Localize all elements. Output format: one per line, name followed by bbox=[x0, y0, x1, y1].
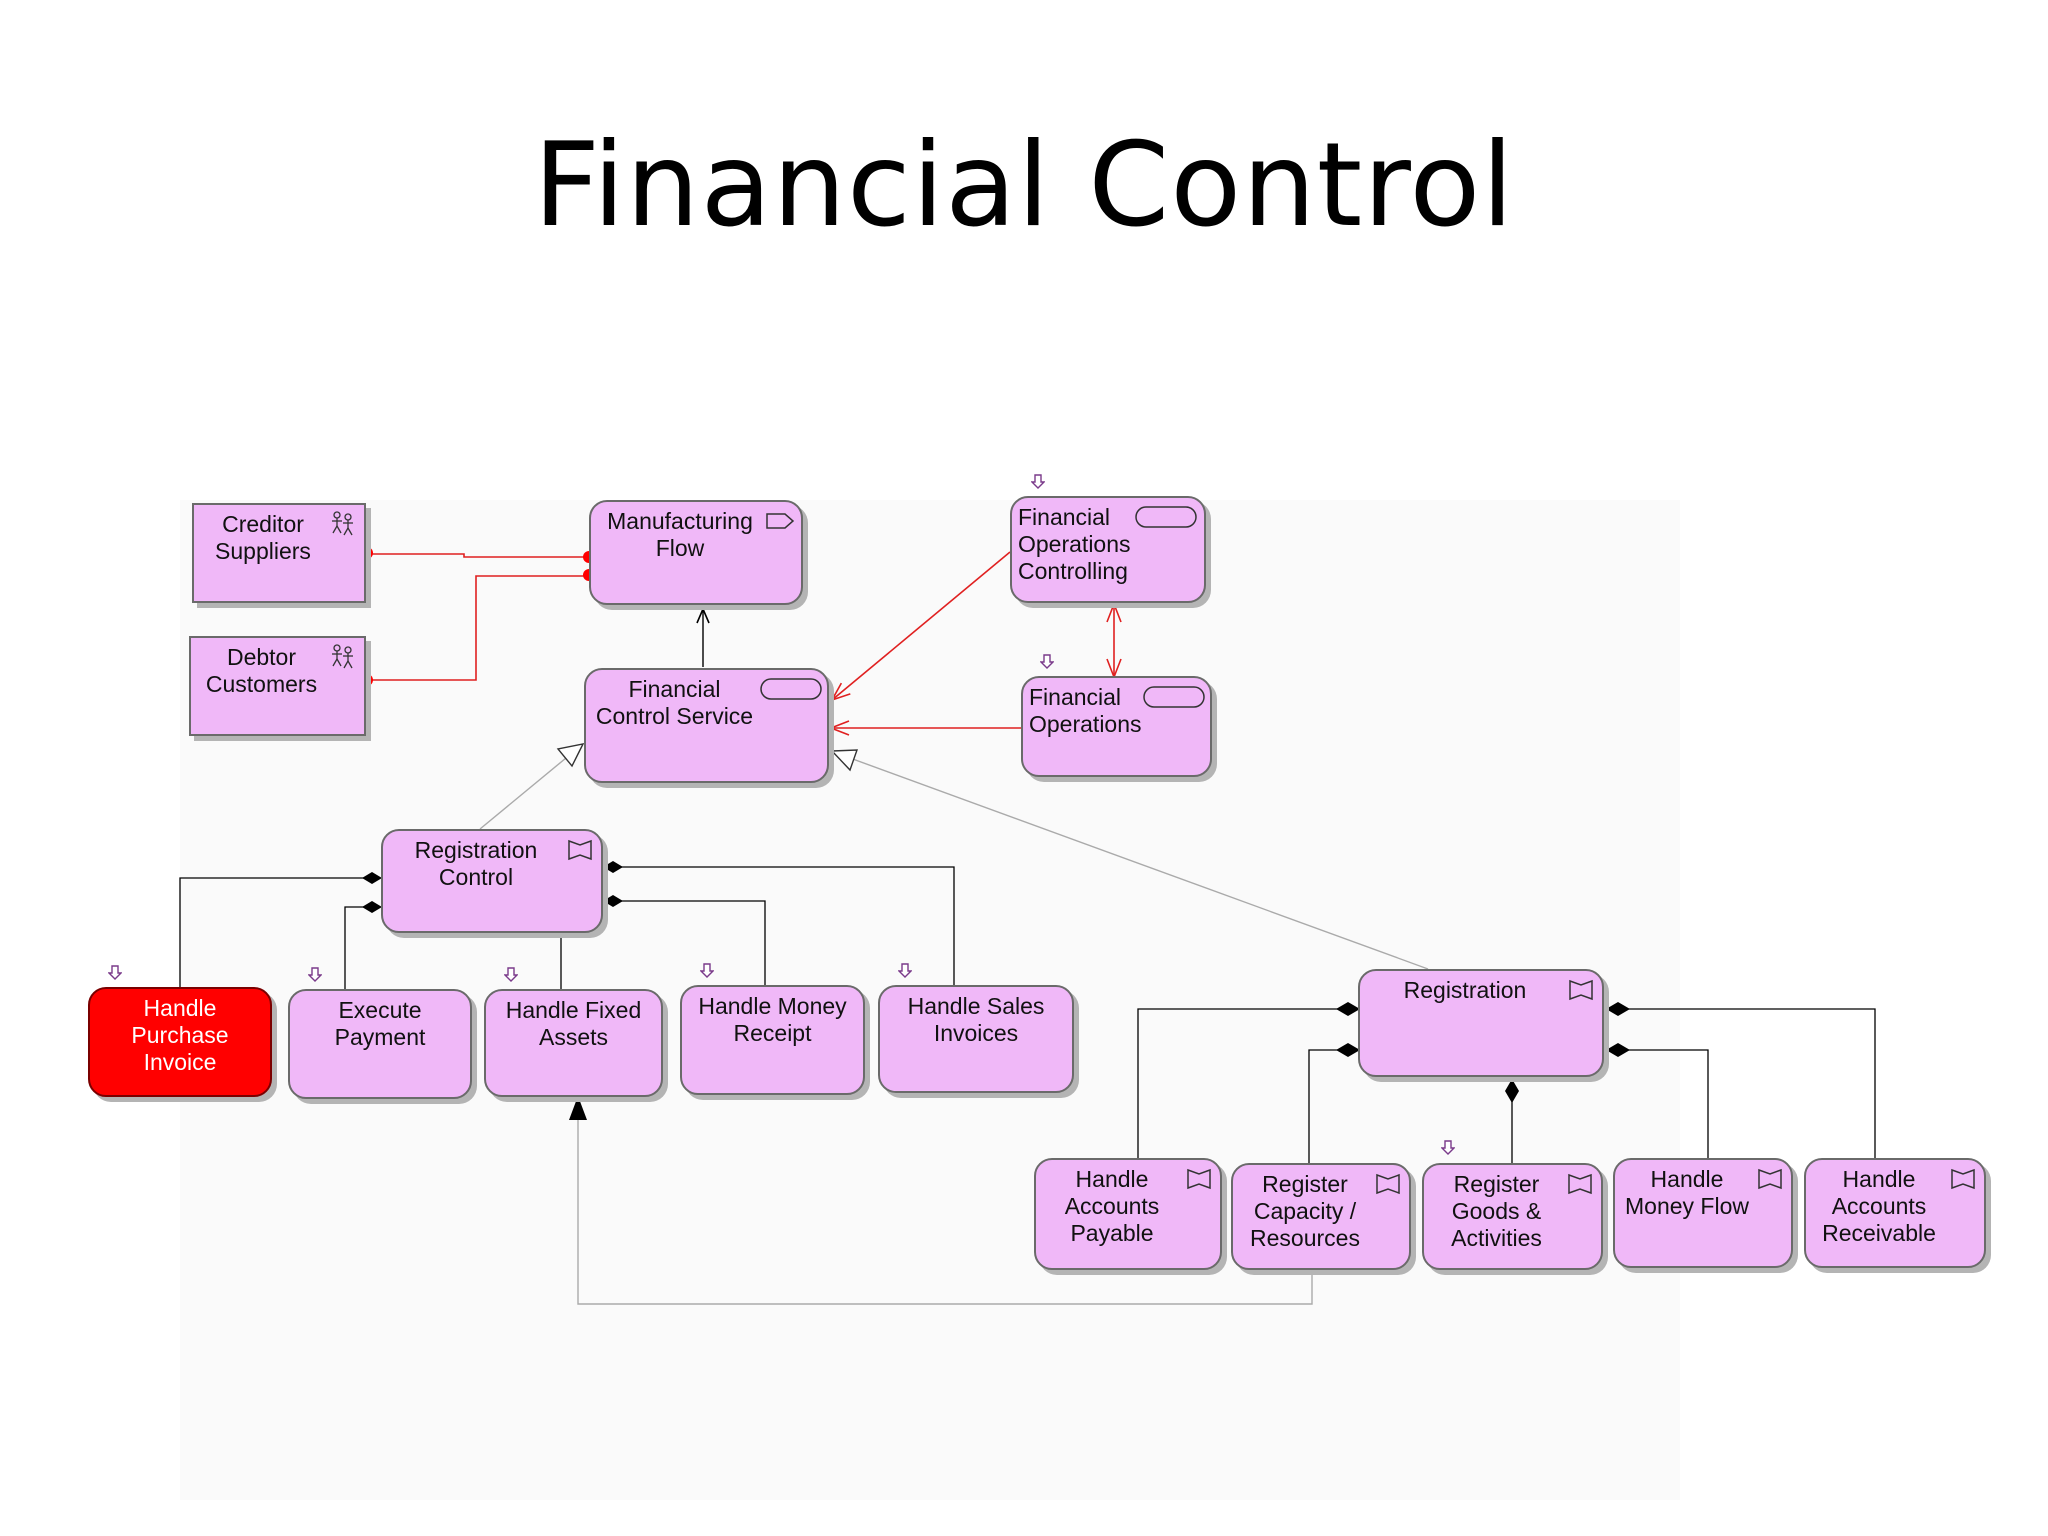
composition-diamond bbox=[603, 895, 623, 907]
manufacturing-flow-node[interactable]: Manufacturing Flow bbox=[589, 500, 803, 605]
registration-specialization bbox=[849, 757, 1429, 970]
composition-link bbox=[1308, 1049, 1350, 1163]
node-label: Handle Accounts Receivable bbox=[1822, 1166, 1936, 1246]
node-label: Handle Purchase Invoice bbox=[131, 995, 229, 1075]
function-icon bbox=[1755, 1166, 1785, 1192]
node-label: Handle Money Receipt bbox=[698, 993, 847, 1046]
composition-diamond bbox=[1606, 1043, 1630, 1057]
composition-link bbox=[603, 900, 766, 985]
actor-icon bbox=[328, 644, 358, 670]
registration-node[interactable]: Registration bbox=[1358, 969, 1604, 1077]
node-label: Financial Control Service bbox=[595, 676, 754, 729]
actor-icon bbox=[328, 511, 358, 537]
execute-payment-node[interactable]: Execute Payment bbox=[288, 989, 472, 1099]
handle-accounts-payable-node[interactable]: Handle Accounts Payable bbox=[1034, 1158, 1222, 1270]
service-icon bbox=[1142, 684, 1206, 710]
service-icon bbox=[759, 676, 823, 702]
composition-link bbox=[344, 906, 372, 989]
composition-diamond bbox=[1505, 1079, 1519, 1103]
node-label: Register Goods & Activities bbox=[1451, 1171, 1542, 1251]
function-icon bbox=[1184, 1166, 1214, 1192]
function-icon bbox=[1373, 1171, 1403, 1197]
composition-diamond bbox=[603, 861, 623, 873]
composition-diamond bbox=[362, 901, 382, 913]
handle-accounts-receivable-node[interactable]: Handle Accounts Receivable bbox=[1804, 1158, 1986, 1268]
debtor-to-manufacturing-link bbox=[367, 575, 589, 681]
composition-diamond bbox=[1336, 1002, 1360, 1016]
service-icon bbox=[1134, 504, 1198, 530]
specialization-triangle bbox=[556, 743, 585, 768]
composition-link bbox=[1606, 1049, 1709, 1160]
composition-diamond bbox=[1606, 1002, 1630, 1016]
handle-money-receipt-node[interactable]: Handle Money Receipt bbox=[680, 985, 865, 1095]
function-icon bbox=[1565, 1171, 1595, 1197]
specialization-triangle bbox=[830, 749, 859, 772]
function-icon bbox=[565, 837, 595, 863]
trigger-marker-icon bbox=[898, 963, 912, 979]
node-label: Handle Fixed Assets bbox=[505, 997, 642, 1050]
trigger-marker-icon bbox=[504, 967, 518, 983]
node-label: Registration Control bbox=[414, 837, 538, 890]
node-label: Financial Operations bbox=[1029, 684, 1142, 737]
node-label: Debtor Customers bbox=[205, 644, 318, 697]
node-label: Registration bbox=[1403, 977, 1527, 1003]
trigger-marker-icon bbox=[1040, 654, 1054, 670]
financial-control-service-node[interactable]: Financial Control Service bbox=[584, 668, 829, 783]
handle-money-flow-node[interactable]: Handle Money Flow bbox=[1613, 1158, 1793, 1268]
financial-operations-controlling-node[interactable]: Financial Operations Controlling bbox=[1010, 496, 1206, 603]
node-label: Financial Operations Controlling bbox=[1018, 504, 1131, 584]
trigger-marker-icon bbox=[108, 965, 122, 981]
composition-diamond bbox=[362, 872, 382, 884]
composition-link bbox=[1137, 1008, 1350, 1160]
node-label: Execute Payment bbox=[334, 997, 426, 1050]
solid-arrowhead bbox=[569, 1096, 587, 1120]
registration-control-specialization bbox=[479, 757, 567, 830]
creditor-to-manufacturing-link bbox=[367, 553, 589, 558]
node-label: Handle Accounts Payable bbox=[1064, 1166, 1160, 1246]
controlling-to-service-link bbox=[832, 551, 1011, 700]
handle-purchase-invoice-node[interactable]: Handle Purchase Invoice bbox=[88, 987, 272, 1097]
composition-link bbox=[179, 877, 372, 987]
debtor-customers-node[interactable]: Debtor Customers bbox=[189, 636, 366, 736]
creditor-suppliers-node[interactable]: Creditor Suppliers bbox=[192, 503, 366, 603]
process-arrow-icon bbox=[765, 508, 795, 534]
composition-diamond bbox=[1336, 1043, 1360, 1057]
node-label: Handle Money Flow bbox=[1625, 1166, 1749, 1219]
trigger-marker-icon bbox=[308, 967, 322, 983]
capacity-to-fixed-assets-link bbox=[577, 1100, 1313, 1305]
slide-title: Financial Control bbox=[533, 118, 1515, 253]
node-label: Handle Sales Invoices bbox=[907, 993, 1045, 1046]
node-label: Manufacturing Flow bbox=[607, 508, 753, 561]
trigger-marker-icon bbox=[700, 963, 714, 979]
trigger-marker-icon bbox=[1441, 1140, 1455, 1156]
registration-control-node[interactable]: Registration Control bbox=[381, 829, 603, 933]
financial-operations-node[interactable]: Financial Operations bbox=[1021, 676, 1212, 777]
composition-link bbox=[603, 866, 955, 985]
trigger-marker-icon bbox=[1031, 474, 1045, 490]
node-label: Creditor Suppliers bbox=[215, 511, 311, 564]
composition-link bbox=[1606, 1008, 1876, 1160]
function-icon bbox=[1566, 977, 1596, 1003]
register-capacity-resources-node[interactable]: Register Capacity / Resources bbox=[1231, 1163, 1411, 1270]
function-icon bbox=[1948, 1166, 1978, 1192]
node-label: Register Capacity / Resources bbox=[1250, 1171, 1360, 1251]
register-goods-activities-node[interactable]: Register Goods & Activities bbox=[1422, 1163, 1603, 1270]
handle-sales-invoices-node[interactable]: Handle Sales Invoices bbox=[878, 985, 1074, 1093]
handle-fixed-assets-node[interactable]: Handle Fixed Assets bbox=[484, 989, 663, 1097]
